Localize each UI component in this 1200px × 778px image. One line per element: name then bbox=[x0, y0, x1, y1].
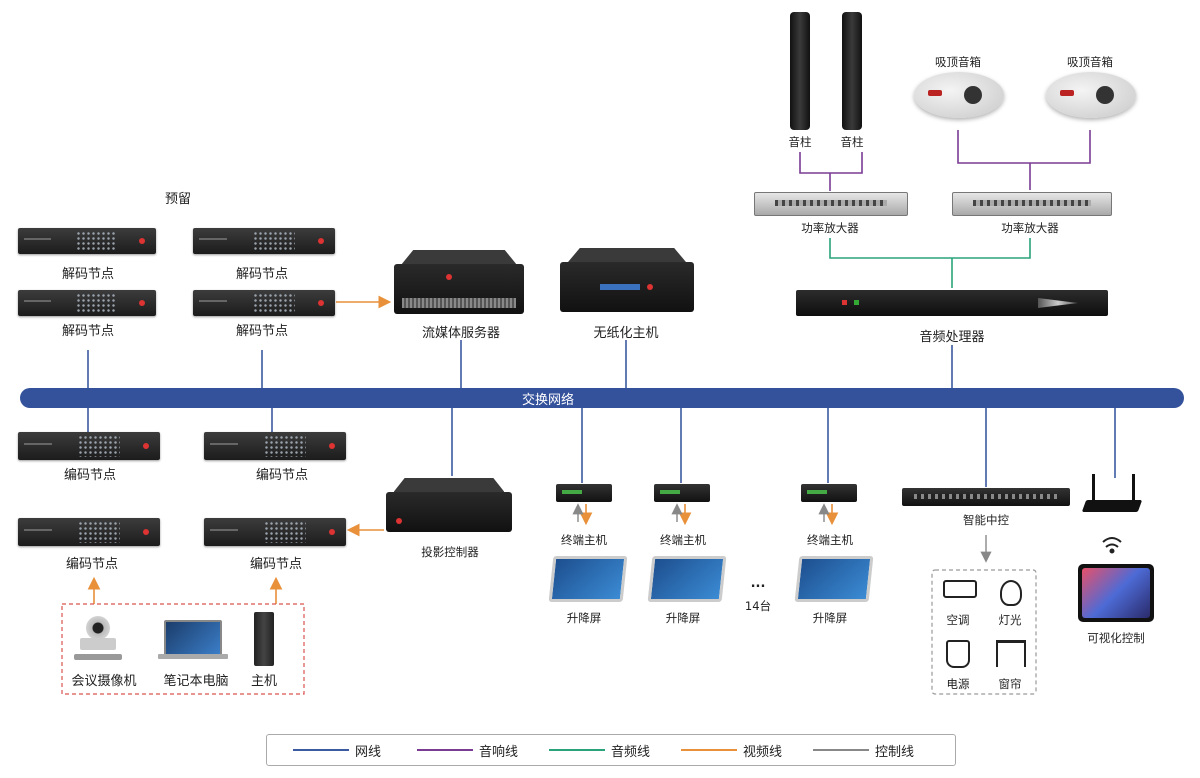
control-lines bbox=[572, 503, 992, 563]
streaming-server-device bbox=[394, 250, 524, 314]
network-lines bbox=[87, 340, 1116, 487]
ceiling-speaker-device bbox=[1046, 72, 1136, 118]
laptop-label: 笔记本电脑 bbox=[163, 674, 229, 689]
column-speaker-label: 音柱 bbox=[840, 135, 864, 149]
legend-item: 控制线 bbox=[813, 743, 923, 760]
decode-node-device bbox=[18, 228, 156, 254]
power-amplifier-device bbox=[754, 192, 908, 216]
decode-node-device bbox=[193, 290, 335, 316]
audio-line-amps bbox=[829, 238, 1031, 259]
ceiling-speaker-label: 吸顶音箱 bbox=[935, 55, 981, 69]
decode-node-label: 解码节点 bbox=[61, 267, 115, 282]
terminal-host-device bbox=[654, 484, 710, 502]
lift-screen-label: 升降屏 bbox=[812, 611, 848, 625]
speaker-line-columns bbox=[799, 152, 863, 174]
air-conditioner-icon bbox=[943, 580, 977, 598]
conference-camera-label: 会议摄像机 bbox=[71, 674, 137, 689]
switch-network-label: 交换网络 bbox=[521, 393, 575, 408]
decode-node-label: 解码节点 bbox=[235, 324, 289, 339]
decode-node-label: 解码节点 bbox=[235, 267, 289, 282]
smart-control-device bbox=[902, 488, 1070, 506]
source-devices-box bbox=[61, 603, 305, 695]
column-speaker-device bbox=[790, 12, 810, 130]
reserved-label: 预留 bbox=[164, 192, 192, 207]
encode-node-device bbox=[18, 432, 160, 460]
column-speaker-device bbox=[842, 12, 862, 130]
encode-node-label: 编码节点 bbox=[63, 468, 117, 483]
terminal-host-label: 终端主机 bbox=[807, 533, 853, 547]
host-pc-device bbox=[254, 612, 274, 666]
decode-node-device bbox=[193, 228, 335, 254]
power-supply-label: 电源 bbox=[946, 677, 970, 691]
lift-screen-device bbox=[548, 556, 628, 602]
encode-node-device bbox=[204, 432, 346, 460]
audio-lines bbox=[829, 238, 1031, 288]
lift-screen-label: 升降屏 bbox=[566, 611, 602, 625]
legend-item: 网线 bbox=[293, 743, 393, 760]
legend-item: 视频线 bbox=[681, 743, 791, 760]
ellipsis-label: ... bbox=[750, 576, 766, 591]
laptop-device bbox=[158, 620, 228, 660]
router-antenna-icon bbox=[1092, 474, 1095, 502]
switch-network-bus bbox=[20, 388, 1184, 408]
router-antenna-icon bbox=[1132, 474, 1135, 502]
projection-controller-device bbox=[386, 478, 512, 532]
terminal-host-device bbox=[801, 484, 857, 502]
light-label: 灯光 bbox=[998, 613, 1022, 627]
terminal-host-label: 终端主机 bbox=[561, 533, 607, 547]
power-plug-icon bbox=[946, 640, 970, 668]
ceiling-speaker-device bbox=[914, 72, 1004, 118]
speaker-line-ceiling bbox=[957, 130, 1091, 164]
encode-node-device bbox=[18, 518, 160, 546]
paperless-host-label: 无纸化主机 bbox=[593, 326, 659, 341]
count-label: 14台 bbox=[744, 599, 772, 613]
encode-node-label: 编码节点 bbox=[65, 557, 119, 572]
terminal-host-device bbox=[556, 484, 612, 502]
conference-camera-device bbox=[74, 616, 122, 662]
power-amplifier-label: 功率放大器 bbox=[1001, 221, 1059, 235]
speaker-lines bbox=[799, 130, 1091, 191]
video-lines bbox=[87, 295, 839, 604]
encode-node-label: 编码节点 bbox=[249, 557, 303, 572]
lift-screen-label: 升降屏 bbox=[665, 611, 701, 625]
paperless-host-device bbox=[560, 248, 694, 312]
decode-node-label: 解码节点 bbox=[61, 324, 115, 339]
tablet-device bbox=[1078, 564, 1154, 622]
power-amplifier-device bbox=[952, 192, 1112, 216]
legend-label: 控制线 bbox=[875, 745, 915, 760]
legend-label: 网线 bbox=[355, 745, 382, 760]
ceiling-speaker-label: 吸顶音箱 bbox=[1067, 55, 1113, 69]
streaming-server-label: 流媒体服务器 bbox=[421, 326, 501, 341]
terminal-host-label: 终端主机 bbox=[660, 533, 706, 547]
air-conditioner-label: 空调 bbox=[946, 613, 970, 627]
legend-label: 音频线 bbox=[611, 745, 651, 760]
legend-item: 音响线 bbox=[417, 743, 527, 760]
host-pc-label: 主机 bbox=[250, 674, 278, 689]
smart-control-label: 智能中控 bbox=[963, 513, 1009, 527]
legend-label: 视频线 bbox=[743, 745, 783, 760]
controlled-devices-box bbox=[931, 569, 1037, 695]
column-speaker-label: 音柱 bbox=[788, 135, 812, 149]
encode-node-device bbox=[204, 518, 346, 546]
legend-label: 音响线 bbox=[479, 745, 519, 760]
visual-control-label: 可视化控制 bbox=[1087, 631, 1145, 645]
lift-screen-device bbox=[647, 556, 727, 602]
audio-processor-device bbox=[796, 290, 1108, 316]
wifi-icon bbox=[1102, 537, 1122, 554]
curtain-label: 窗帘 bbox=[998, 677, 1022, 691]
light-bulb-icon bbox=[1000, 580, 1022, 606]
encode-node-label: 编码节点 bbox=[255, 468, 309, 483]
audio-processor-label: 音频处理器 bbox=[919, 330, 985, 345]
legend-item: 音频线 bbox=[549, 743, 659, 760]
power-amplifier-label: 功率放大器 bbox=[801, 221, 859, 235]
lift-screen-device bbox=[794, 556, 874, 602]
legend: 网线 音响线 音频线 视频线 控制线 bbox=[266, 734, 956, 766]
decode-node-device bbox=[18, 290, 156, 316]
curtain-icon bbox=[996, 640, 1026, 667]
projection-controller-label: 投影控制器 bbox=[421, 545, 479, 559]
